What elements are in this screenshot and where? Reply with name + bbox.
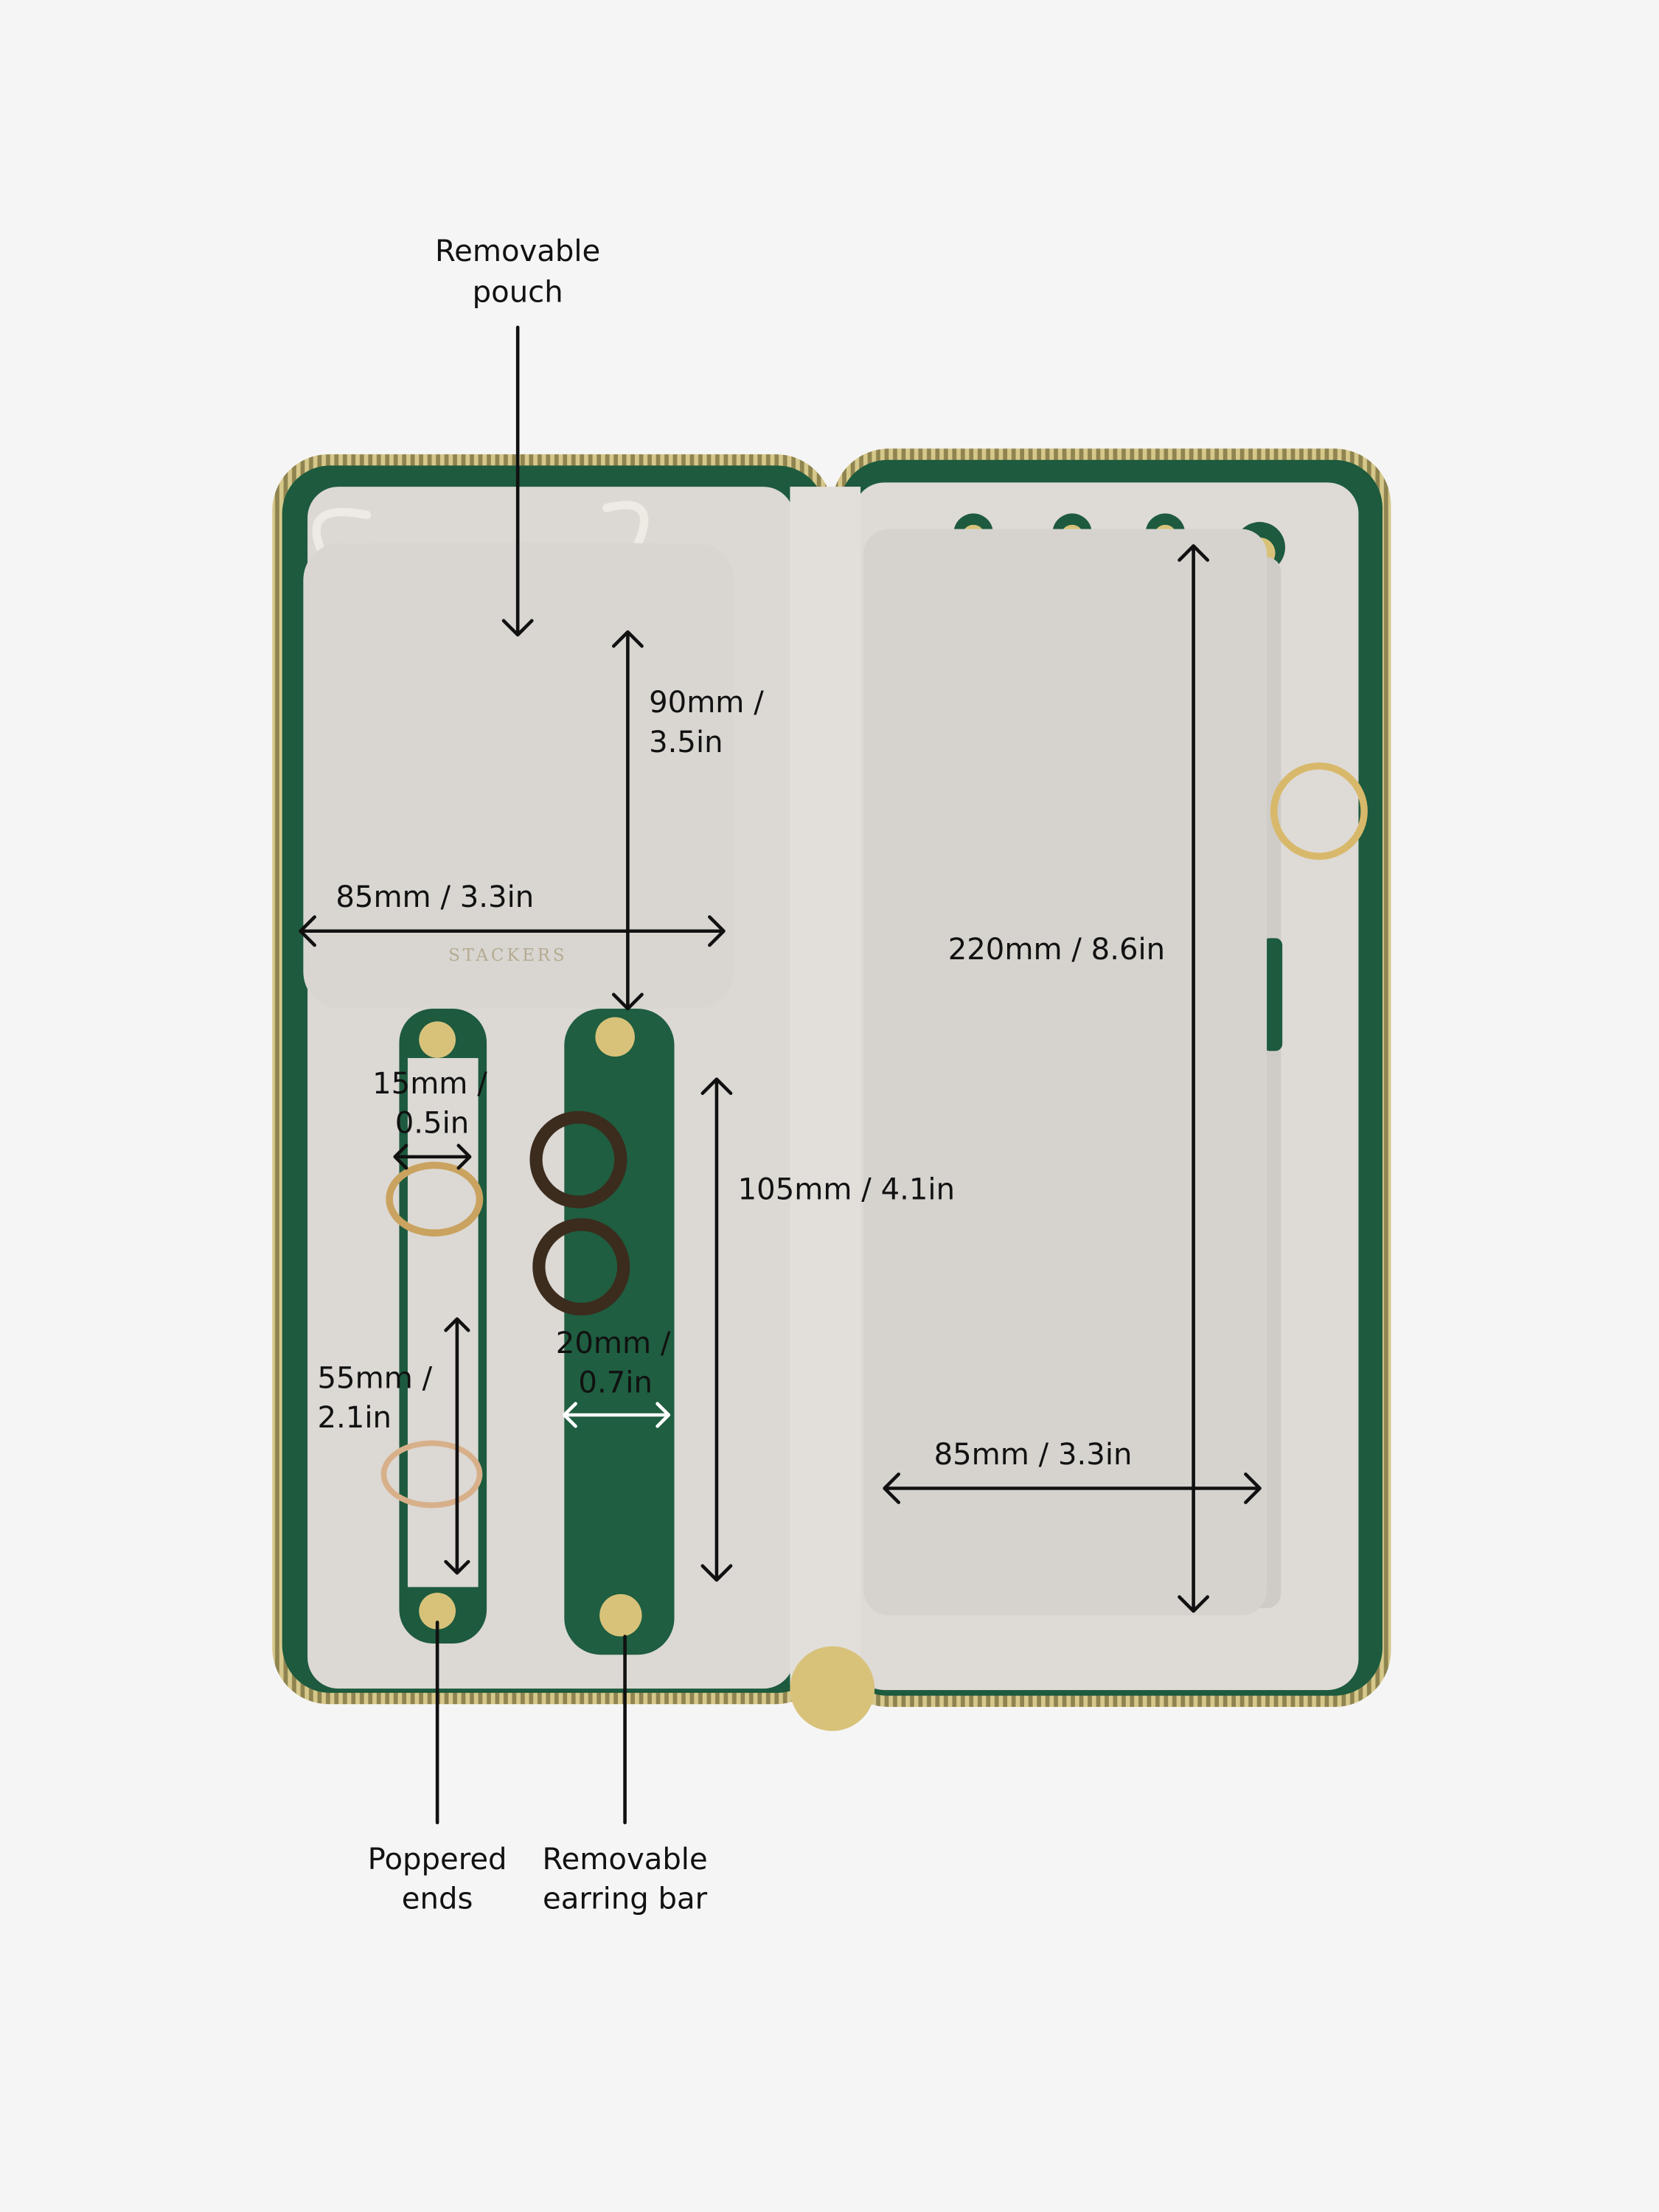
label-strap-length-1: 55mm /: [317, 1362, 432, 1396]
ring-strap[interactable]: [380, 1008, 487, 1644]
label-earring-bar-width-1: 20mm /: [556, 1326, 671, 1360]
dimension-earring-bar-length: [700, 1077, 733, 1582]
label-pocket-height: 220mm / 8.6in: [948, 933, 1165, 967]
dimension-strap-width: [393, 1144, 472, 1170]
brand-logo: STACKERS: [448, 946, 567, 965]
label-pouch-2: pouch: [473, 275, 563, 309]
label-poppered-2: ends: [402, 1882, 473, 1916]
dimension-earring-bar-width: [563, 1402, 671, 1428]
label-pouch-width: 85mm / 3.3in: [335, 880, 534, 914]
annotations: Removable pouch 90mm / 3.5in 85mm / 3.3i…: [299, 234, 1262, 1916]
removable-pouch[interactable]: STACKERS: [303, 501, 734, 1009]
snap-button[interactable]: [790, 1646, 875, 1731]
dimension-pouch-width: [299, 915, 726, 947]
label-pouch-height-1: 90mm /: [649, 686, 764, 720]
label-earring-bar-2: earring bar: [543, 1882, 708, 1916]
dimension-strap-length: [444, 1317, 470, 1575]
label-strap-width-2: 0.5in: [395, 1106, 469, 1140]
label-strap-length-2: 2.1in: [317, 1401, 391, 1435]
label-poppered-1: Poppered: [368, 1843, 507, 1877]
label-pocket-width: 85mm / 3.3in: [934, 1438, 1133, 1472]
earring-bar[interactable]: [529, 1008, 675, 1655]
dimension-pocket-width: [883, 1472, 1262, 1504]
pointer-pouch: [501, 325, 534, 637]
dimension-pocket-height: [1178, 544, 1210, 1613]
zip-pull[interactable]: [1262, 938, 1283, 1051]
label-strap-width-1: 15mm /: [372, 1067, 487, 1101]
label-pouch-1: Removable: [435, 234, 600, 268]
label-earring-bar-length: 105mm / 4.1in: [738, 1172, 955, 1206]
long-pocket: [863, 529, 1267, 1615]
label-earring-bar-width-2: 0.7in: [578, 1366, 652, 1399]
label-pouch-height-2: 3.5in: [649, 726, 723, 759]
label-earring-bar-1: Removable: [542, 1843, 707, 1877]
bracelet: [1270, 762, 1368, 860]
dimension-pouch-height: [611, 630, 644, 1011]
